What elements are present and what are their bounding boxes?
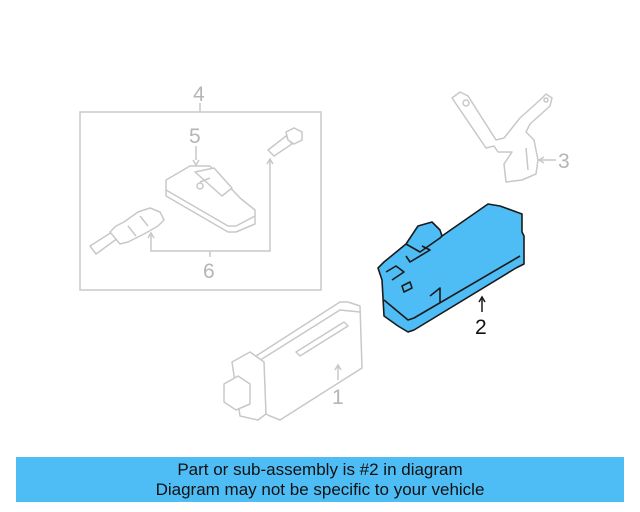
receiver-part-1 [223,301,363,421]
callout-4: 4 [193,83,205,106]
valve-stem [89,207,165,255]
bracket-part-3 [451,91,553,183]
callout-6-leader [147,157,274,257]
banner-line-disclaimer: Diagram may not be specific to your vehi… [155,480,485,499]
callout-5: 5 [189,125,201,148]
callout-6: 6 [203,260,215,283]
callout-2: 2 [475,316,487,339]
callout-2-leader [478,295,486,312]
info-banner: Part or sub-assembly is #2 in diagram Di… [16,457,624,502]
tpms-sensor-part-5 [165,146,256,233]
callout-1: 1 [332,386,344,409]
banner-line-part-number: Part or sub-assembly is #2 in diagram [177,460,463,479]
bolt [266,127,303,157]
callout-1-leader [334,363,342,380]
callout-3-leader [537,156,556,164]
module-part-2-highlighted[interactable] [377,203,525,333]
callout-group-4 [79,103,322,291]
callout-3: 3 [558,150,570,173]
